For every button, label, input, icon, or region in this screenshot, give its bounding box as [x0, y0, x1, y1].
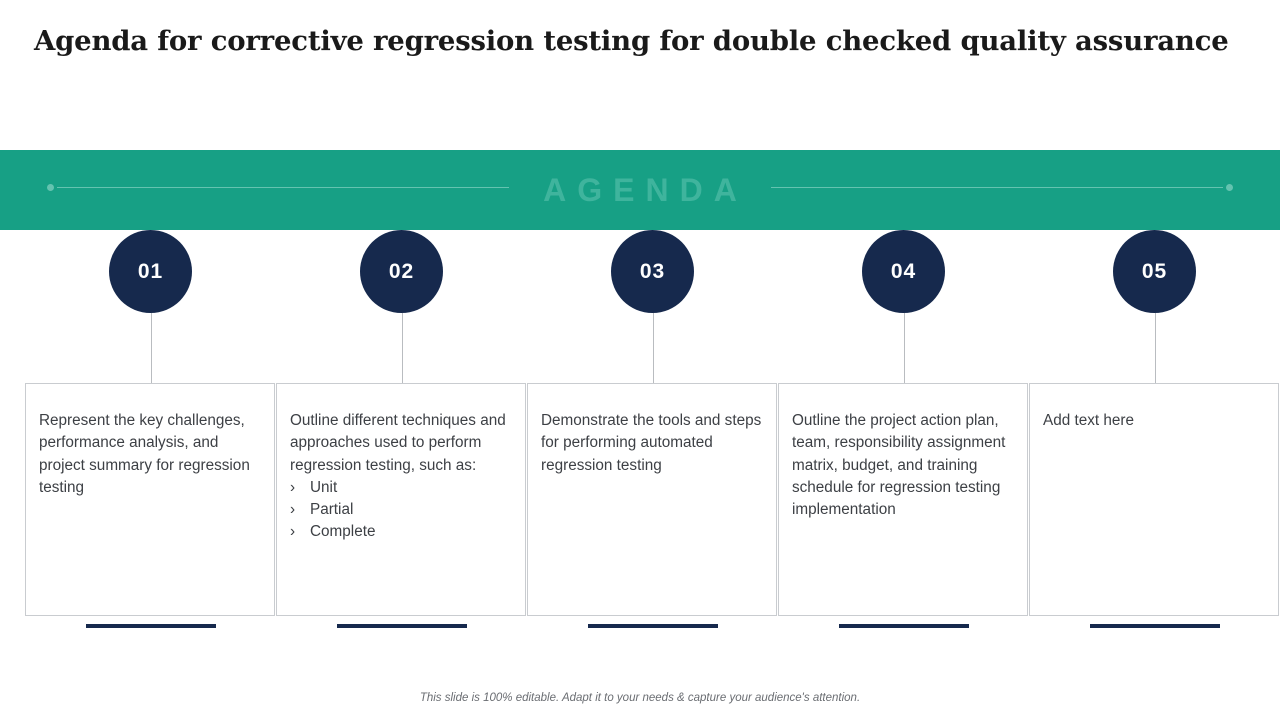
- list-item-label: Complete: [310, 523, 376, 541]
- agenda-card[interactable]: Represent the key challenges, performanc…: [25, 383, 275, 616]
- agenda-band-label: AGENDA: [543, 172, 748, 208]
- agenda-card-text: Outline different techniques and approac…: [290, 412, 506, 474]
- connector-line: [653, 313, 654, 385]
- list-item-label: Unit: [310, 478, 338, 496]
- agenda-band: AGENDA: [0, 150, 1280, 230]
- connector-line: [904, 313, 905, 385]
- agenda-card-text: Represent the key challenges, performanc…: [39, 412, 250, 496]
- card-underbar: [588, 624, 718, 628]
- band-dot-right: [1226, 184, 1233, 191]
- step-number-badge: 03: [611, 230, 694, 313]
- agenda-card[interactable]: Demonstrate the tools and steps for perf…: [527, 383, 777, 616]
- agenda-card[interactable]: Outline different techniques and approac…: [276, 383, 526, 616]
- card-underbar: [1090, 624, 1220, 628]
- agenda-card-text: Demonstrate the tools and steps for perf…: [541, 412, 762, 474]
- list-item: › Unit: [290, 477, 525, 499]
- footer-note: This slide is 100% editable. Adapt it to…: [419, 692, 861, 704]
- step-number-badge: 04: [862, 230, 945, 313]
- list-item-label: Partial: [310, 501, 354, 519]
- chevron-right-icon: ›: [290, 501, 296, 519]
- card-underbar: [86, 624, 216, 628]
- list-item: › Complete: [290, 521, 525, 543]
- page-title: Agenda for corrective regression testing…: [34, 25, 1229, 57]
- step-number-badge: 05: [1113, 230, 1196, 313]
- list-item: › Partial: [290, 499, 525, 521]
- card-underbar: [839, 624, 969, 628]
- band-dot-left: [47, 184, 54, 191]
- connector-line: [151, 313, 152, 385]
- chevron-right-icon: ›: [290, 478, 296, 496]
- connector-line: [1155, 313, 1156, 385]
- band-line-left: [57, 187, 509, 188]
- connector-line: [402, 313, 403, 385]
- chevron-right-icon: ›: [290, 523, 296, 541]
- step-number-badge: 02: [360, 230, 443, 313]
- agenda-card-text: Add text here: [1043, 412, 1134, 429]
- card-underbar: [337, 624, 467, 628]
- agenda-card[interactable]: Outline the project action plan, team, r…: [778, 383, 1028, 616]
- step-number-badge: 01: [109, 230, 192, 313]
- agenda-card-bullets: › Unit › Partial › Complete: [277, 477, 525, 544]
- band-line-right: [771, 187, 1223, 188]
- agenda-card[interactable]: Add text here: [1029, 383, 1279, 616]
- agenda-columns: 01 Represent the key challenges, perform…: [0, 230, 1280, 650]
- agenda-card-text: Outline the project action plan, team, r…: [792, 412, 1006, 519]
